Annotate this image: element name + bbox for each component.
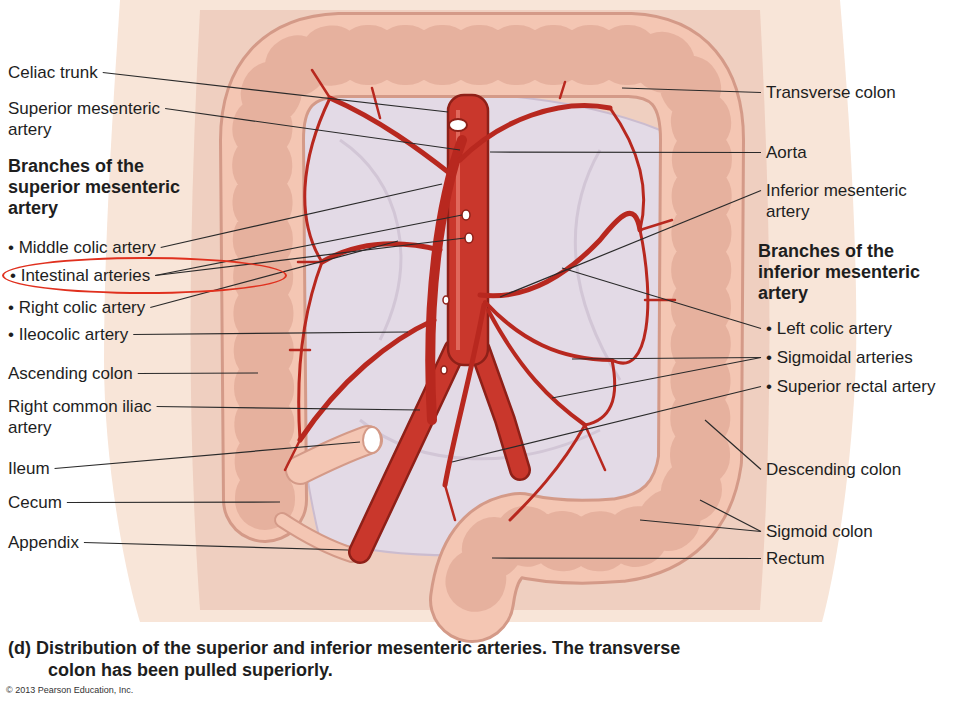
leader-line	[157, 407, 420, 411]
leader-line	[700, 500, 761, 532]
anatomy-label: Aorta	[766, 142, 807, 163]
anatomy-label: • Superior rectal artery	[766, 376, 952, 397]
anatomy-label: • Middle colic artery	[8, 237, 156, 258]
leader-line	[705, 420, 761, 470]
anatomy-label: Appendix	[8, 532, 79, 553]
anatomy-label: Superior mesenteric artery	[8, 98, 188, 140]
anatomy-label: Celiac trunk	[8, 62, 98, 83]
leader-line	[67, 501, 280, 503]
leader-line	[155, 215, 462, 276]
leader-line	[161, 184, 442, 248]
leader-line	[452, 387, 761, 463]
leader-line	[84, 543, 348, 551]
leader-line	[622, 88, 761, 93]
anatomy-label: Right common iliac artery	[8, 396, 193, 438]
leader-line	[552, 358, 761, 399]
leader-line	[55, 442, 360, 469]
leader-line	[572, 358, 761, 360]
anatomy-label: • Ileocolic artery	[8, 324, 128, 345]
anatomy-label: • Sigmoidal arteries	[766, 347, 913, 368]
leader-line	[138, 372, 258, 374]
anatomy-label: • Left colic artery	[766, 318, 892, 339]
figure-caption: (d) Distribution of the superior and inf…	[8, 637, 728, 681]
leader-line	[165, 109, 460, 151]
anatomy-label: • Right colic artery	[8, 297, 145, 318]
anatomy-label: Ascending colon	[8, 363, 133, 384]
anatomy-label: © 2013 Pearson Education, Inc.	[6, 685, 133, 696]
highlight-ellipse: • Intestinal arteries	[2, 257, 287, 294]
leader-line	[562, 268, 761, 329]
leader-line	[500, 191, 761, 298]
circled-label: • Intestinal arteries	[10, 265, 150, 286]
leader-line	[133, 332, 408, 335]
anatomy-label: Sigmoid colon	[766, 521, 873, 542]
leader-line	[155, 238, 465, 276]
anatomy-label: Rectum	[766, 548, 825, 569]
anatomy-label: Branches of the superior mesenteric arte…	[8, 156, 183, 219]
anatomy-label: Cecum	[8, 492, 62, 513]
anatomy-label: Inferior mesenteric artery	[766, 180, 951, 222]
anatomy-label: Transverse colon	[766, 82, 896, 103]
anatomy-label: Ileum	[8, 458, 50, 479]
anatomy-label: Branches of the inferior mesenteric arte…	[758, 241, 953, 304]
anatomy-label: Descending colon	[766, 459, 901, 480]
leader-line	[492, 557, 761, 559]
leader-line	[490, 151, 761, 153]
